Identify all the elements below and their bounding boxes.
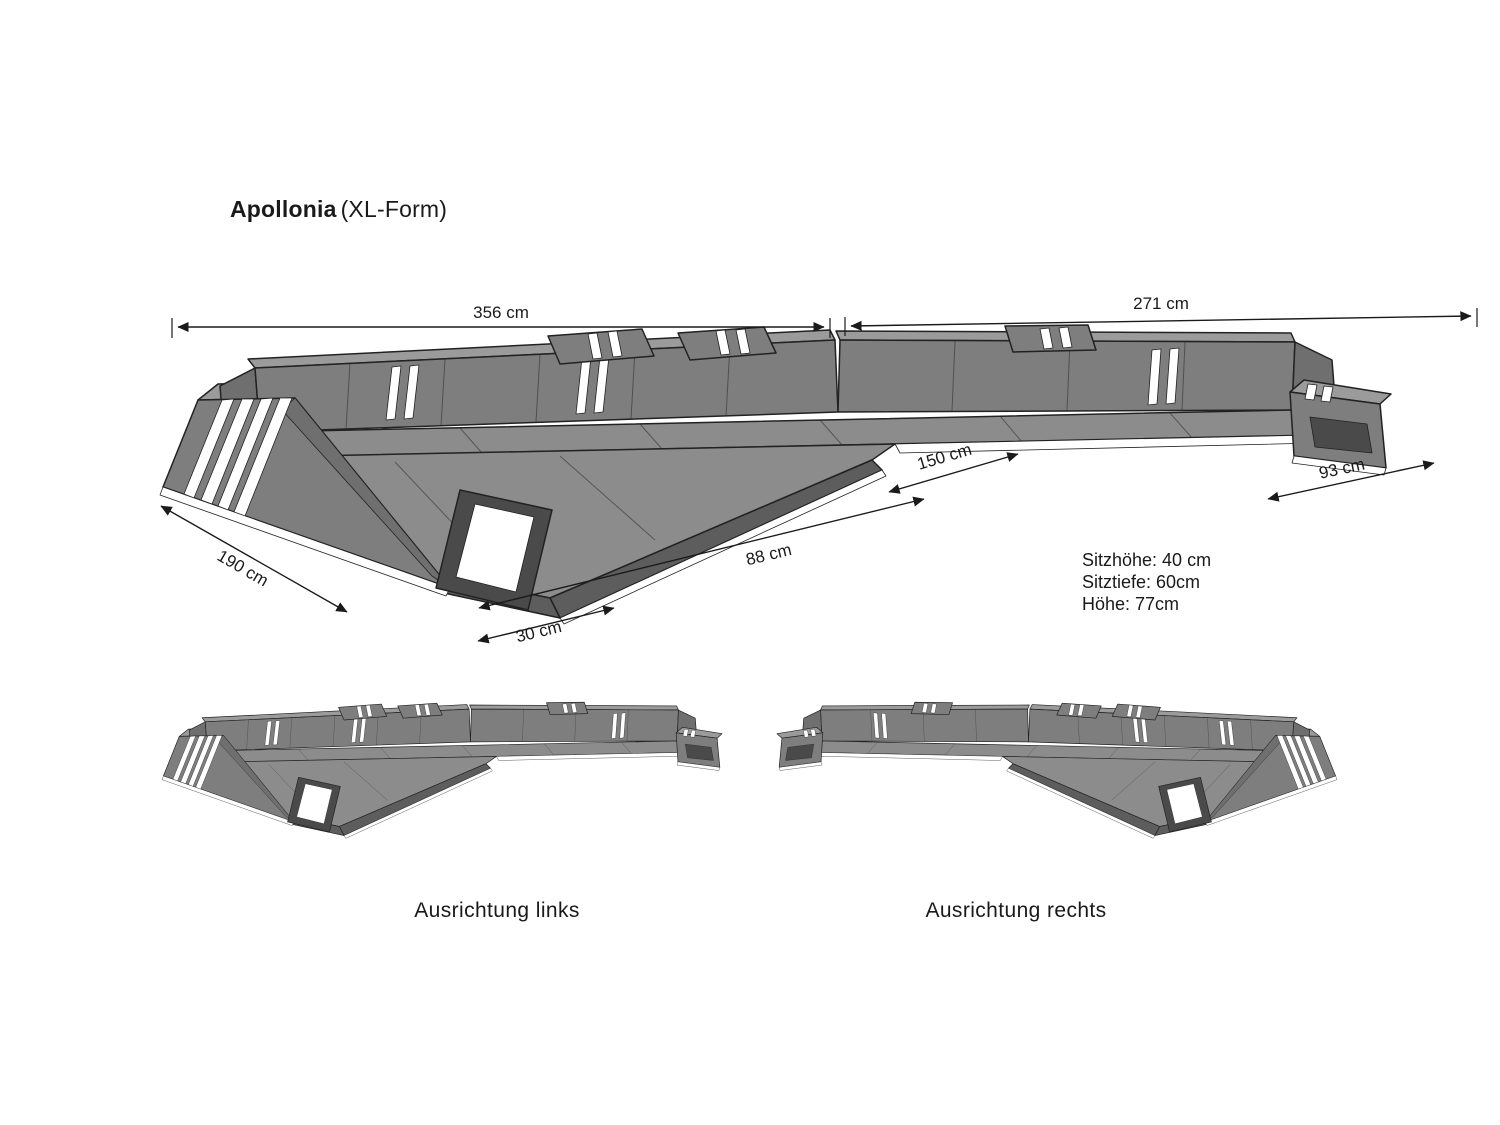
spec-height: Höhe: 77cm [1082, 594, 1179, 614]
dimension-arrow [888, 452, 1019, 494]
spec-seat-depth: Sitztiefe: 60cm [1082, 572, 1200, 592]
dimension-label-chaise-corner: 30 cm [514, 617, 563, 646]
product-name: Apollonia [230, 196, 337, 222]
dimension-length-right: 271 cm [844, 294, 1478, 336]
dimension-label-length-left: 356 cm [473, 303, 529, 322]
dimension-arrow [850, 311, 1472, 331]
dimension-label-length-right: 271 cm [1133, 294, 1189, 313]
product-title: Apollonia(XL-Form) [230, 196, 447, 223]
caption-variant-right: Ausrichtung rechts [925, 899, 1106, 922]
dimension-arrow [478, 496, 925, 611]
specs-block: Sitzhöhe: 40 cm Sitztiefe: 60cm Höhe: 77… [1082, 550, 1211, 614]
sofa-variant-left-illustration [161, 701, 723, 839]
spec-seat-height: Sitzhöhe: 40 cm [1082, 550, 1211, 570]
product-variant: (XL-Form) [340, 196, 448, 222]
sofa-variant-right-illustration [776, 701, 1338, 839]
main-sofa-illustration [159, 324, 1392, 625]
dimension-arrow [160, 505, 348, 613]
dimension-arrow [477, 605, 615, 644]
caption-variant-left: Ausrichtung links [414, 899, 580, 922]
dimension-arrow [1267, 460, 1435, 502]
dimension-length-left: 356 cm [171, 303, 831, 338]
dimension-label-chaise-front: 88 cm [744, 540, 793, 569]
